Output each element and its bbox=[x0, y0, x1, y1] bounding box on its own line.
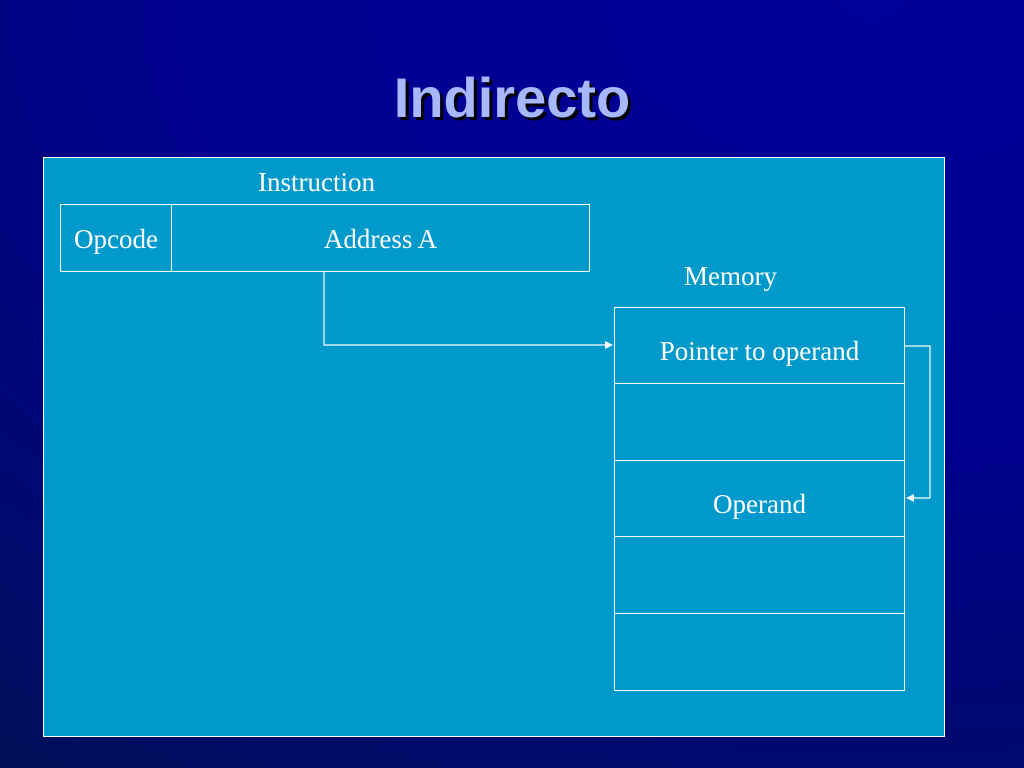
slide-title: Indirecto bbox=[393, 66, 631, 129]
memory-label: Memory bbox=[684, 261, 777, 291]
memory-cell-operand: Operand bbox=[615, 461, 904, 538]
memory-cell-pointer: Pointer to operand bbox=[615, 308, 904, 385]
memory-block: Pointer to operand Operand bbox=[614, 307, 905, 691]
pointer-to-operand-arrow bbox=[905, 345, 931, 502]
instruction-label: Instruction bbox=[258, 167, 375, 197]
memory-cell-empty bbox=[615, 537, 904, 614]
memory-cell-empty bbox=[615, 384, 904, 461]
address-field: Address A bbox=[323, 224, 438, 254]
diagram-panel: Instruction Opcode Address A Memory Poin… bbox=[43, 157, 945, 737]
diagram-arrows bbox=[323, 272, 931, 502]
instruction-box: Opcode Address A bbox=[60, 204, 590, 272]
address-to-memory-arrow bbox=[323, 272, 613, 349]
opcode-field: Opcode bbox=[61, 205, 172, 271]
